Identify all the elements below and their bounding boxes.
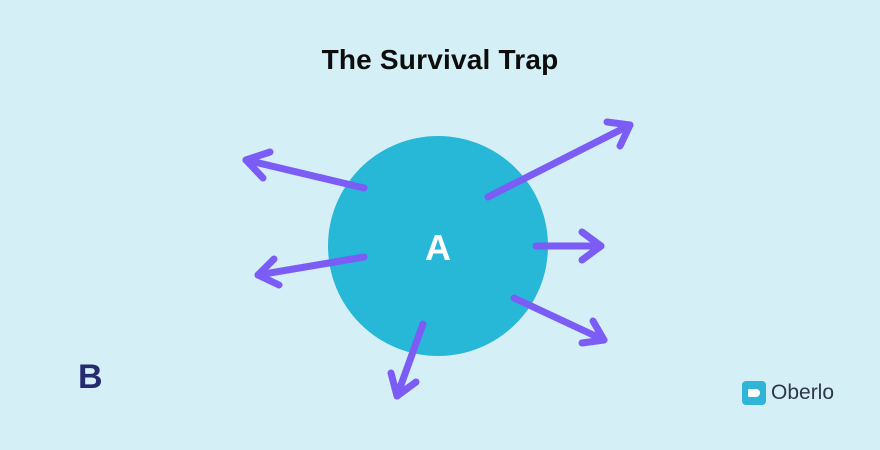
arrow-upper-left bbox=[242, 148, 368, 192]
logo-text: Oberlo bbox=[771, 381, 835, 404]
arrow-down bbox=[387, 320, 427, 400]
tag-icon bbox=[742, 381, 766, 405]
circle-a-label: A bbox=[425, 227, 451, 268]
outside-label-b: B bbox=[78, 358, 103, 396]
arrow-right bbox=[532, 228, 605, 264]
arrow-left bbox=[254, 253, 368, 289]
arrow-upper-right bbox=[484, 118, 634, 201]
oberlo-logo: Oberlo bbox=[742, 381, 834, 405]
diagram-title: The Survival Trap bbox=[321, 44, 559, 75]
arrow-lower-right bbox=[510, 294, 608, 347]
